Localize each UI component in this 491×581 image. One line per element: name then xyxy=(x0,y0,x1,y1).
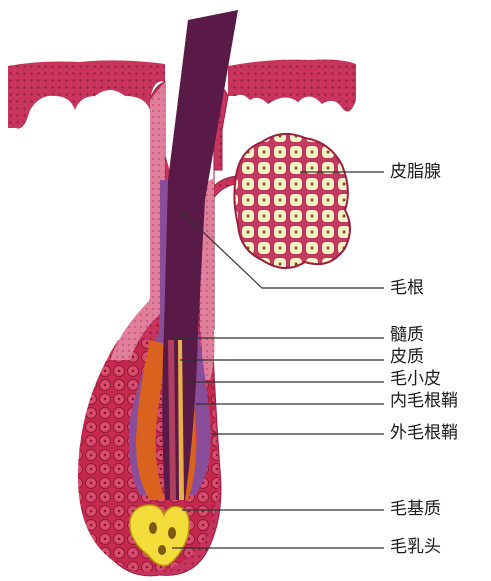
label-hair-root: 毛根 xyxy=(390,278,424,298)
label-inner-root-sheath: 内毛根鞘 xyxy=(390,391,458,411)
label-sebaceous-gland: 皮脂腺 xyxy=(390,162,441,182)
sebaceous-gland xyxy=(234,134,350,268)
label-cuticle: 毛小皮 xyxy=(390,369,441,389)
papilla-cell xyxy=(149,522,157,534)
papilla-cell xyxy=(168,527,176,539)
label-cortex: 皮质 xyxy=(390,347,424,367)
label-dermal-papilla: 毛乳头 xyxy=(390,537,441,557)
label-hair-matrix: 毛基质 xyxy=(390,499,441,519)
papilla-cell xyxy=(158,545,166,555)
label-medulla: 髓质 xyxy=(390,325,424,345)
label-outer-root-sheath: 外毛根鞘 xyxy=(390,423,458,443)
